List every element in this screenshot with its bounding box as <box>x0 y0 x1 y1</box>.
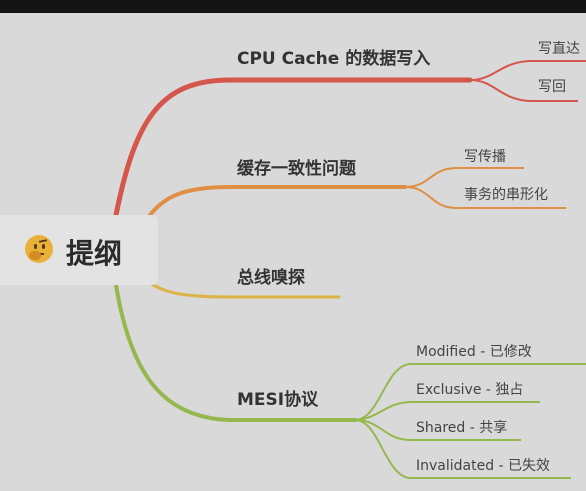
node-modified[interactable]: Modified - 已修改 <box>416 344 532 360</box>
top-bar <box>0 0 586 13</box>
connector-sub-1-2 <box>469 79 578 102</box>
branch-mesi[interactable]: MESI协议 <box>237 390 319 410</box>
connector-branch-2 <box>148 185 407 217</box>
branch-bus-snooping[interactable]: 总线嗅探 <box>237 268 305 288</box>
node-write-through[interactable]: 写直达 <box>538 41 580 57</box>
connector-sub-2-2 <box>404 186 566 209</box>
connector-sub-4-2 <box>355 401 540 421</box>
node-write-propagation[interactable]: 写传播 <box>464 149 506 165</box>
node-transaction-serialization[interactable]: 事务的串形化 <box>464 187 548 203</box>
node-write-back[interactable]: 写回 <box>538 79 566 95</box>
node-shared[interactable]: Shared - 共享 <box>416 420 508 436</box>
node-invalidated[interactable]: Invalidated - 已失效 <box>416 458 551 474</box>
connector-sub-4-3 <box>355 419 521 441</box>
thinking-face-icon <box>25 235 53 263</box>
connector-branch-1 <box>113 77 473 218</box>
branch-cache-coherence[interactable]: 缓存一致性问题 <box>237 159 356 179</box>
connector-sub-1-1 <box>469 60 586 81</box>
branch-cpu-cache-write[interactable]: CPU Cache 的数据写入 <box>237 49 431 69</box>
node-exclusive[interactable]: Exclusive - 独占 <box>416 382 524 398</box>
connector-sub-4-4 <box>355 419 571 479</box>
connector-sub-2-1 <box>404 167 524 188</box>
connector-sub-4-1 <box>355 363 586 421</box>
connector-branch-4 <box>114 283 358 422</box>
root-label: 提纲 <box>66 237 123 270</box>
connector-branch-3 <box>148 281 341 299</box>
